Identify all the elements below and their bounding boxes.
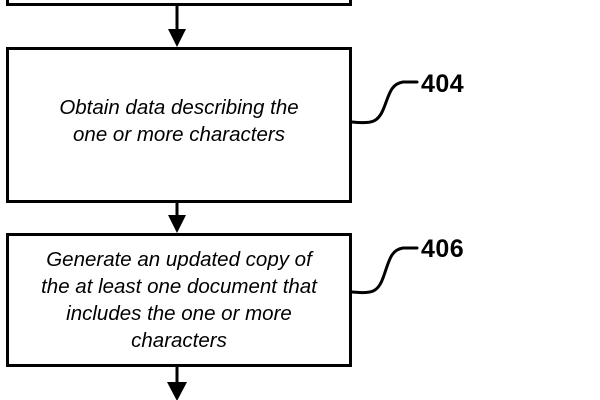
process-box-404[interactable]: Obtain data describing the one or more c… (6, 47, 352, 203)
arrow-406-to-next (167, 367, 187, 400)
arrow-404-to-406 (168, 203, 186, 233)
process-box-406[interactable]: Generate an updated copy of the at least… (6, 233, 352, 367)
arrow-402-to-404 (168, 6, 186, 47)
leader-line-404 (350, 80, 419, 125)
process-box-404-text: Obtain data describing the one or more c… (59, 96, 299, 146)
reference-numeral-406: 406 (421, 235, 465, 263)
process-box-402[interactable] (6, 0, 352, 6)
reference-numeral-404: 404 (421, 70, 465, 98)
leader-line-406 (350, 246, 419, 295)
process-box-406-text: Generate an updated copy of the at least… (41, 248, 317, 352)
